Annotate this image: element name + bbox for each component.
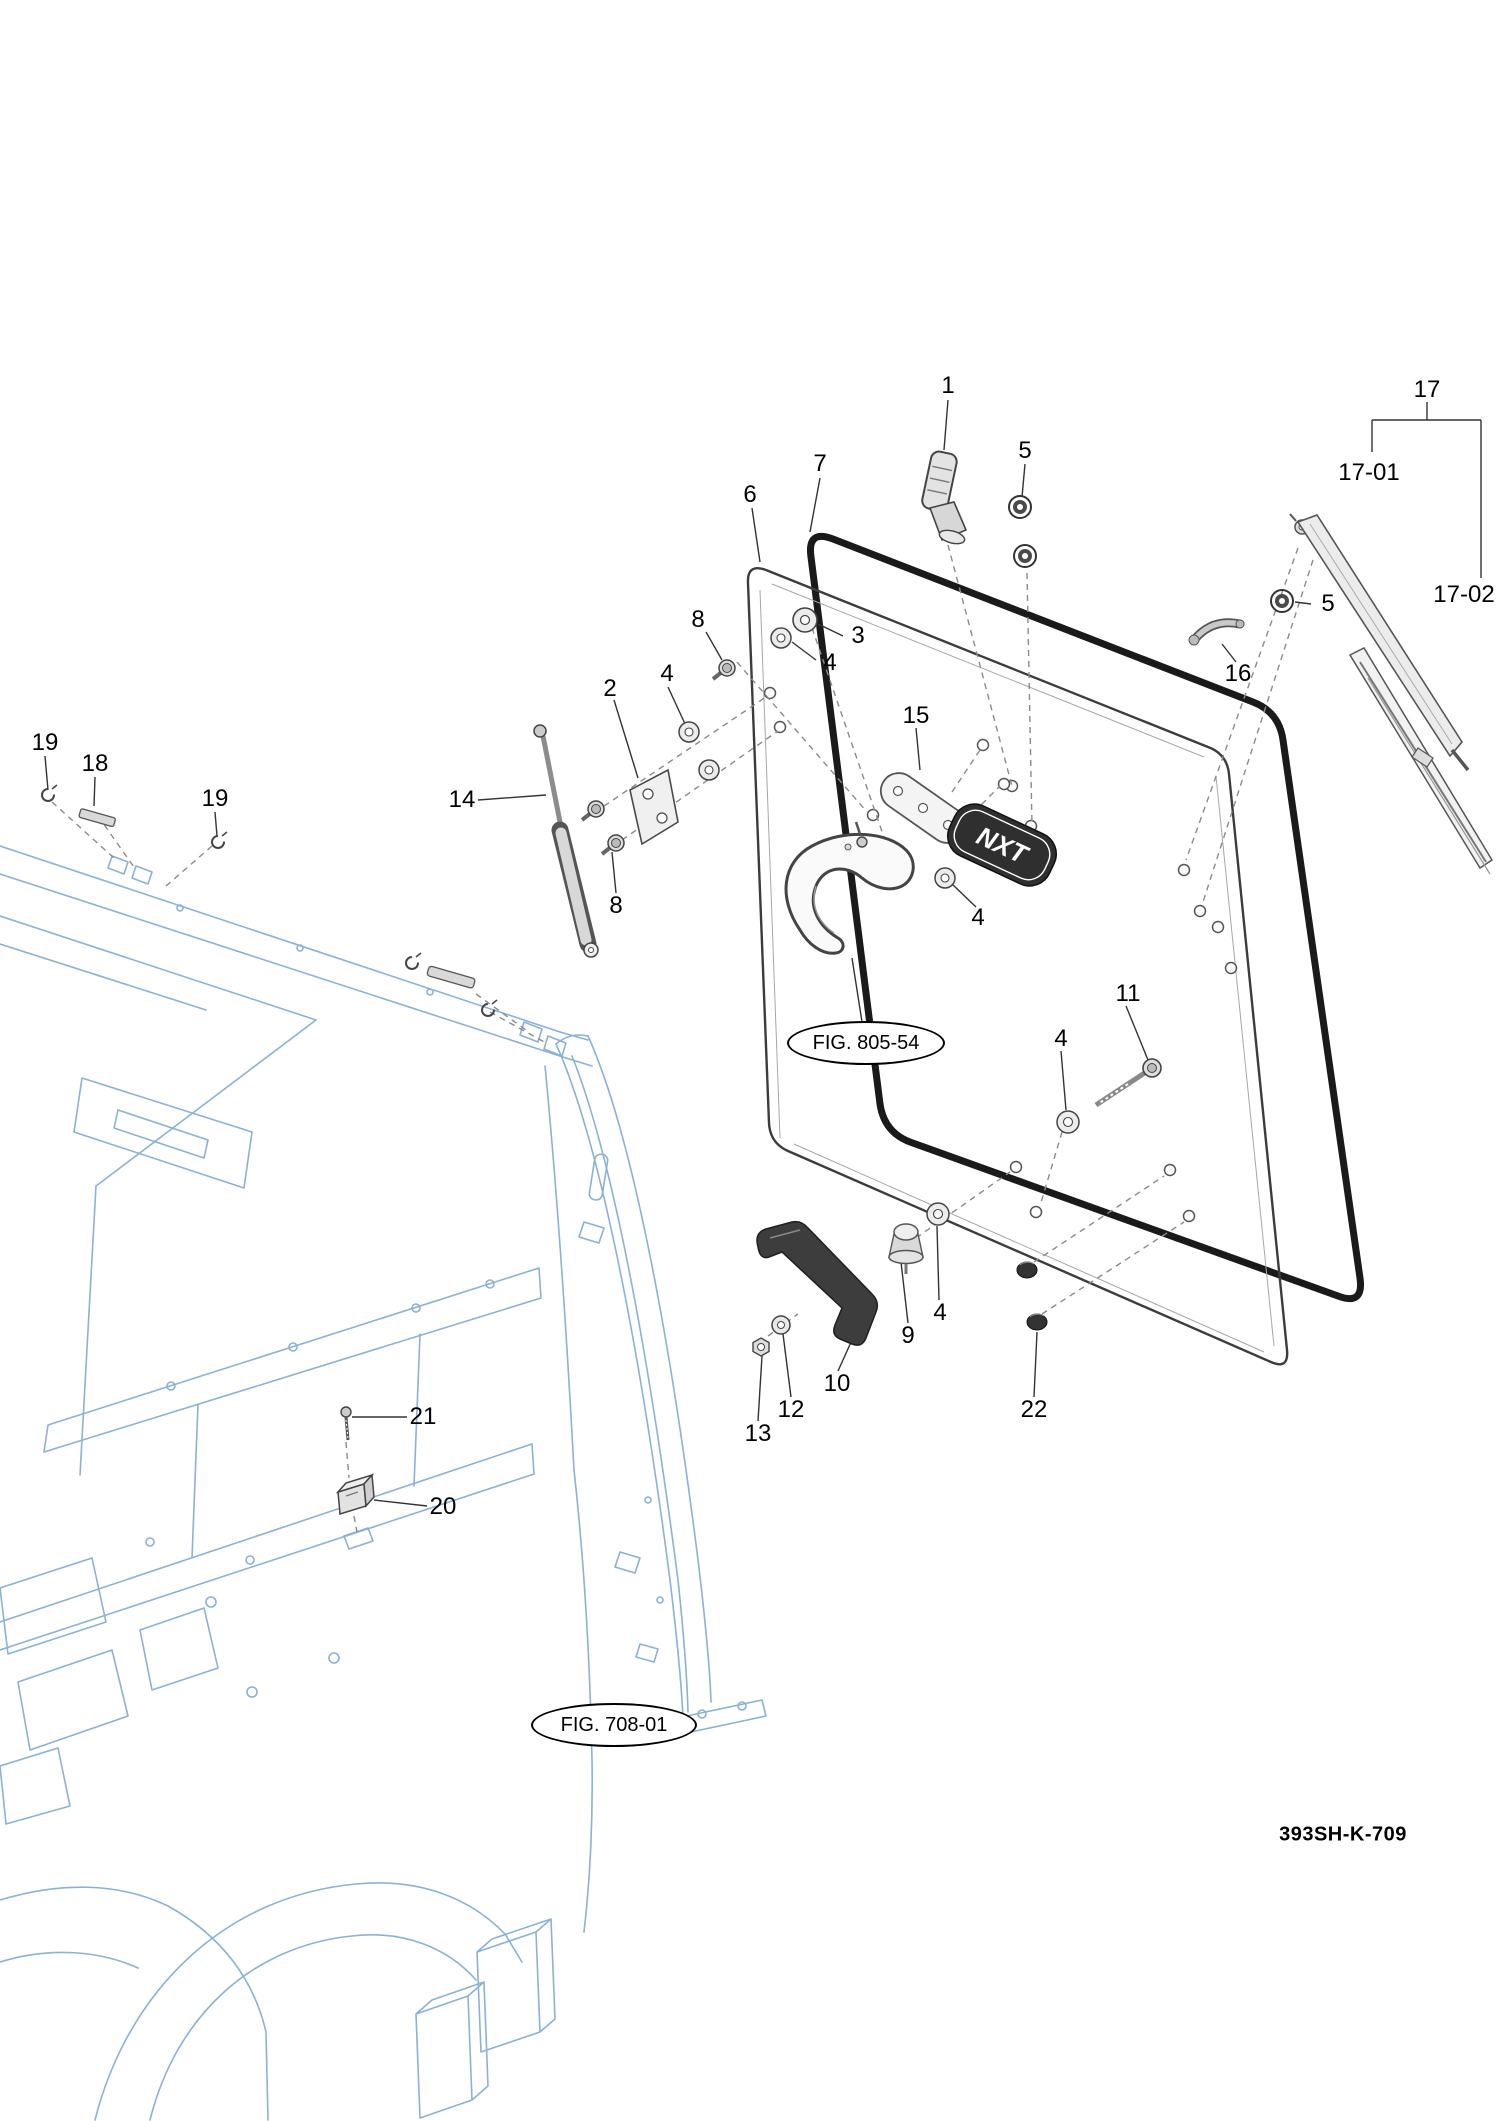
cab-frame-drawing	[0, 845, 767, 2121]
part-2-bracket-plate	[629, 768, 679, 846]
callout-4-e: 4	[933, 1299, 947, 1326]
callout-21: 21	[409, 1403, 437, 1430]
callout-12: 12	[777, 1396, 805, 1423]
part-17-wiper-assembly	[1289, 513, 1494, 875]
callout-7: 7	[813, 450, 827, 477]
callout-8-b: 8	[609, 892, 623, 919]
label-leader-lines	[44, 399, 1482, 1507]
part-10-lock-handle	[756, 1220, 879, 1346]
callout-20: 20	[429, 1493, 457, 1520]
part-3-washer	[792, 607, 818, 633]
callout-19-b: 19	[201, 785, 229, 812]
part-20-striker-block	[335, 1473, 375, 1515]
callout-14: 14	[448, 786, 476, 813]
callout-13: 13	[744, 1420, 772, 1447]
callout-4-d: 4	[1054, 1025, 1068, 1052]
dashed-assembly-lines	[51, 544, 1314, 1533]
part-21-screw	[340, 1406, 352, 1441]
callout-16: 16	[1224, 660, 1252, 687]
figure-ref-708-01[interactable]: FIG. 708-01	[531, 1703, 697, 1747]
callout-4-b: 4	[660, 660, 674, 687]
callout-2: 2	[603, 675, 617, 702]
part-9-knob	[888, 1223, 924, 1274]
callout-5-a: 5	[1018, 437, 1032, 464]
callout-17-02: 17-02	[1433, 581, 1495, 608]
part-16-elbow-fitting	[1188, 618, 1245, 646]
callout-17: 17	[1413, 376, 1441, 403]
part-5-grommets	[1008, 495, 1294, 613]
window-seal	[806, 532, 1365, 1303]
callout-22: 22	[1020, 1396, 1048, 1423]
callout-18: 18	[81, 750, 109, 777]
callout-8-a: 8	[691, 606, 705, 633]
part-11-bolt	[1094, 1058, 1162, 1108]
callout-17-01: 17-01	[1338, 459, 1400, 486]
wiper-arm	[1296, 514, 1463, 758]
part-22-plugs	[1016, 1261, 1048, 1331]
callout-11: 11	[1115, 980, 1141, 1007]
figure-ref-805-54[interactable]: FIG. 805-54	[787, 1021, 945, 1065]
part-19-snap-clips	[41, 784, 498, 1017]
callout-6: 6	[743, 481, 757, 508]
callout-10: 10	[823, 1370, 851, 1397]
part-1-hinge	[921, 450, 968, 545]
part-8-bolts	[580, 659, 736, 856]
callout-4-c: 4	[971, 904, 985, 931]
grab-handle	[784, 821, 915, 955]
part-13-nut	[752, 1337, 770, 1357]
callout-5-b: 5	[1321, 590, 1335, 617]
part-15-latch-plate	[879, 772, 967, 844]
drawing-number: 393SH-K-709	[1279, 1823, 1407, 1846]
nxt-badge: NXT	[947, 803, 1057, 887]
callout-4-a: 4	[823, 649, 837, 676]
part-14-gas-strut	[533, 724, 599, 958]
rear-glass-panel	[746, 566, 1289, 1366]
callout-3: 3	[851, 622, 865, 649]
part-12-washer	[771, 1315, 791, 1335]
callout-9: 9	[901, 1322, 915, 1349]
part-4-washers	[678, 627, 1080, 1226]
callout-15: 15	[902, 702, 930, 729]
part-18-pins	[78, 808, 476, 989]
callout-1: 1	[941, 372, 955, 399]
callout-19-a: 19	[31, 729, 59, 756]
